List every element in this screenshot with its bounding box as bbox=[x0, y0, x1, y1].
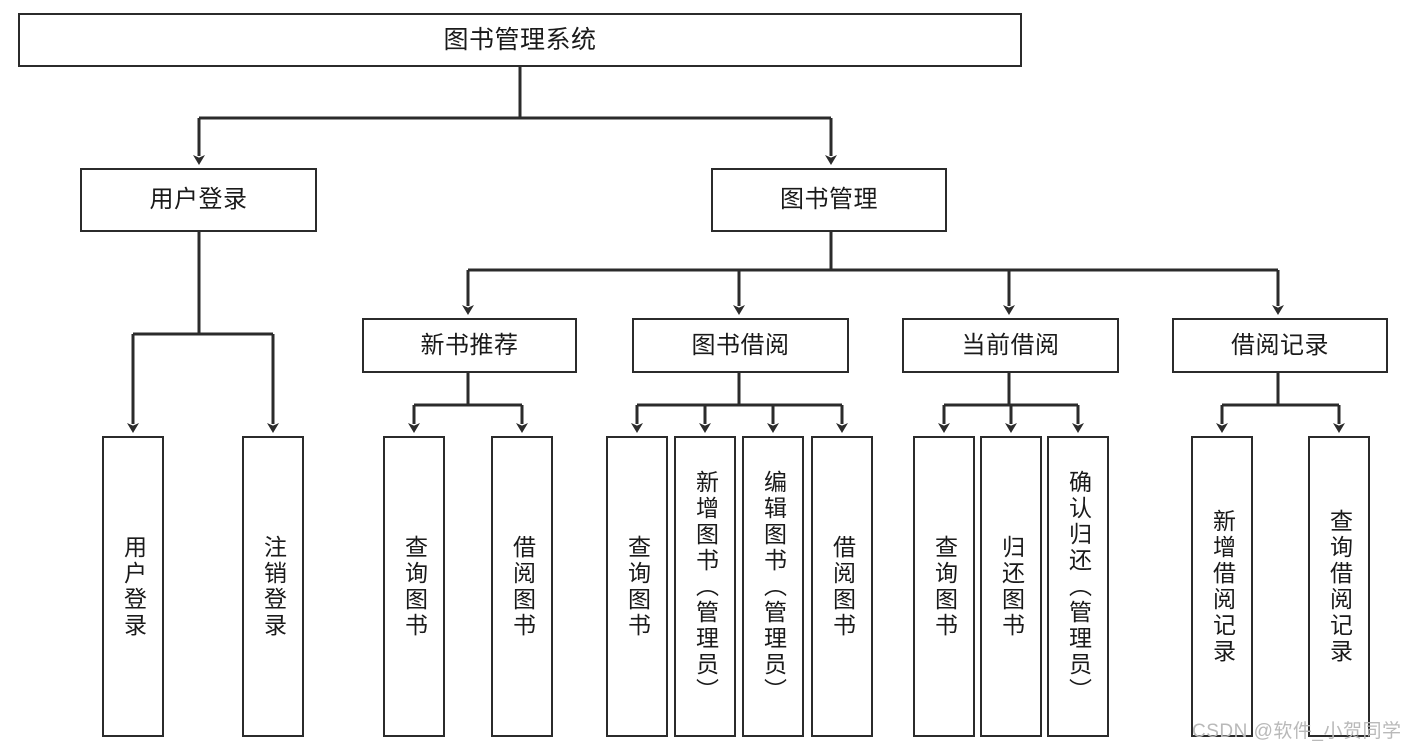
node-book-management[interactable]: 图书管理 bbox=[711, 168, 947, 232]
node-leaf-query-book-new[interactable]: 查询图书 bbox=[383, 436, 445, 737]
node-label: 新增图书（管理员） bbox=[692, 469, 719, 704]
node-leaf-borrow-book[interactable]: 借阅图书 bbox=[811, 436, 873, 737]
node-leaf-query-book-current[interactable]: 查询图书 bbox=[913, 436, 975, 737]
node-leaf-add-borrow-record[interactable]: 新增借阅记录 bbox=[1191, 436, 1253, 737]
node-label: 借阅图书 bbox=[829, 534, 856, 639]
csdn-watermark: CSDN @软件_小贺同学 bbox=[1192, 721, 1402, 742]
node-leaf-logout[interactable]: 注销登录 bbox=[242, 436, 304, 737]
node-leaf-add-book-admin[interactable]: 新增图书（管理员） bbox=[674, 436, 736, 737]
node-current-borrow[interactable]: 当前借阅 bbox=[902, 318, 1119, 373]
node-leaf-query-book-borrow[interactable]: 查询图书 bbox=[606, 436, 668, 737]
node-label: 借阅图书 bbox=[509, 534, 536, 639]
node-label: 查询借阅记录 bbox=[1326, 508, 1353, 665]
node-label: 用户登录 bbox=[120, 534, 147, 639]
node-leaf-edit-book-admin[interactable]: 编辑图书（管理员） bbox=[742, 436, 804, 737]
node-user-login[interactable]: 用户登录 bbox=[80, 168, 317, 232]
node-book-borrow[interactable]: 图书借阅 bbox=[632, 318, 849, 373]
node-label: 用户登录 bbox=[149, 186, 248, 214]
node-label: 当前借阅 bbox=[961, 331, 1060, 359]
node-label: 查询图书 bbox=[931, 534, 958, 639]
node-label: 图书借阅 bbox=[691, 331, 790, 359]
node-label: 新增借阅记录 bbox=[1209, 508, 1236, 665]
node-new-book-recommend[interactable]: 新书推荐 bbox=[362, 318, 577, 373]
node-label: 归还图书 bbox=[998, 534, 1025, 639]
node-label: 图书管理系统 bbox=[443, 25, 597, 54]
node-leaf-borrow-book-new[interactable]: 借阅图书 bbox=[491, 436, 553, 737]
node-leaf-query-borrow-record[interactable]: 查询借阅记录 bbox=[1308, 436, 1370, 737]
node-label: 图书管理 bbox=[780, 186, 878, 214]
node-label: 新书推荐 bbox=[420, 331, 519, 359]
node-label: 借阅记录 bbox=[1231, 331, 1329, 359]
node-label: 确认归还（管理员） bbox=[1065, 469, 1092, 704]
node-label: 编辑图书（管理员） bbox=[760, 469, 787, 704]
node-leaf-user-login[interactable]: 用户登录 bbox=[102, 436, 164, 737]
node-leaf-return-book[interactable]: 归还图书 bbox=[980, 436, 1042, 737]
node-label: 注销登录 bbox=[260, 534, 287, 639]
node-borrow-records[interactable]: 借阅记录 bbox=[1172, 318, 1388, 373]
node-label: 查询图书 bbox=[624, 534, 651, 639]
node-label: 查询图书 bbox=[401, 534, 428, 639]
node-root-system[interactable]: 图书管理系统 bbox=[18, 13, 1022, 67]
node-leaf-confirm-return-admin[interactable]: 确认归还（管理员） bbox=[1047, 436, 1109, 737]
